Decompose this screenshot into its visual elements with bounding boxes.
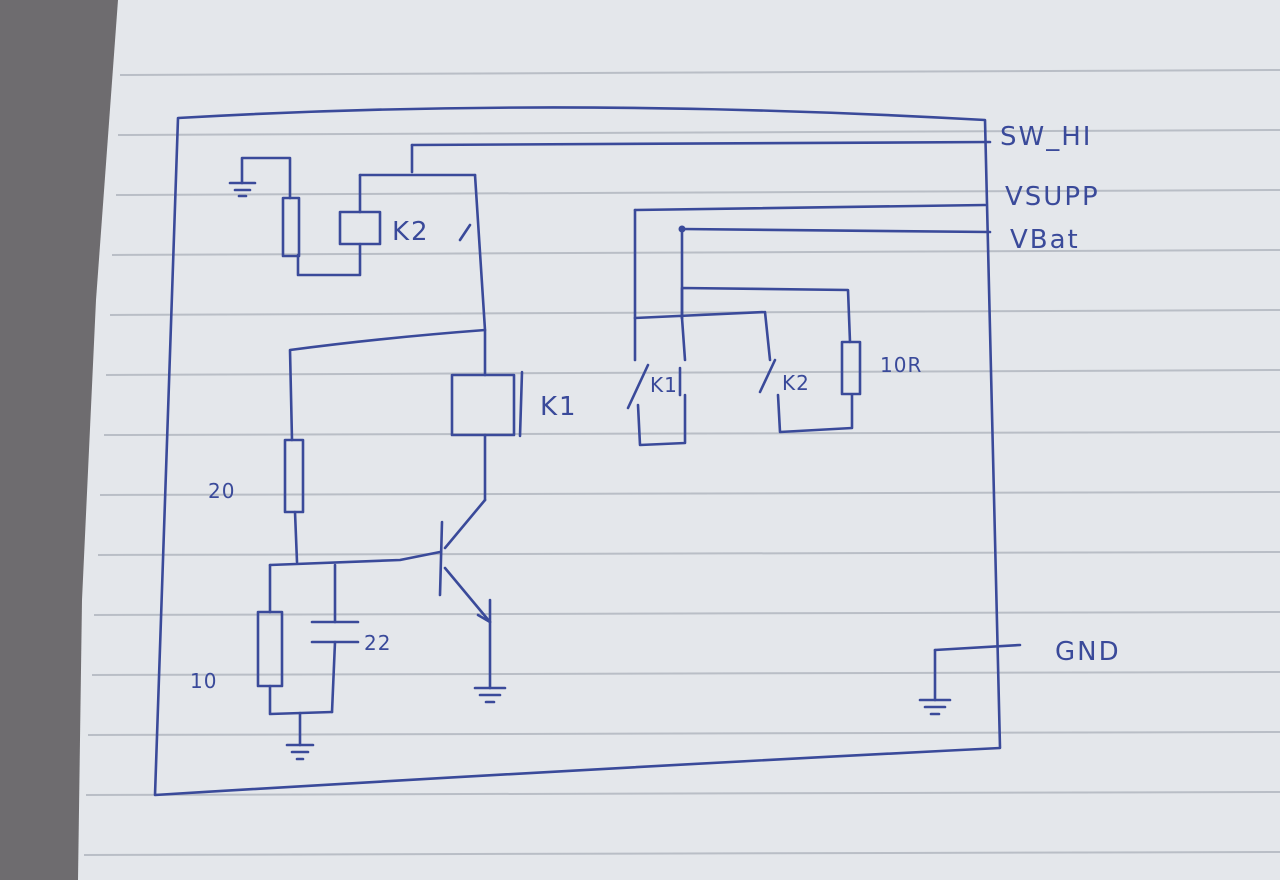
net-label-vbat: VBat xyxy=(1010,225,1080,255)
relay-k2-label: K2 xyxy=(392,217,430,247)
resistor-10-value: 10 xyxy=(190,669,217,693)
resistor-10 xyxy=(256,563,334,716)
wire-k1-to-r20 xyxy=(288,328,487,442)
resistor-10r-value: 10R xyxy=(880,353,922,377)
capacitor-22-value: 22 xyxy=(364,631,391,655)
wire-base-node xyxy=(268,550,442,567)
ground-symbol-rc xyxy=(285,711,315,761)
capacitor-22 xyxy=(310,563,360,714)
resistor-20-value: 20 xyxy=(208,479,235,503)
npn-transistor xyxy=(438,498,507,704)
relay-k1-label: K1 xyxy=(540,392,578,422)
relay-k1 xyxy=(450,370,524,502)
net-sw-hi xyxy=(410,140,992,174)
ruled-lines xyxy=(83,69,1280,856)
relay-contact-k1-label: K1 xyxy=(650,373,678,397)
net-label-sw-hi: SW_HI xyxy=(1000,122,1092,152)
relay-contact-k1 xyxy=(626,316,687,447)
net-gnd xyxy=(918,643,1022,716)
relay-contact-k2-label: K2 xyxy=(782,371,810,395)
resistor-20 xyxy=(283,438,305,564)
relay-k2 xyxy=(228,156,477,277)
wire-contact-bus xyxy=(633,286,852,362)
relay-contact-k2 xyxy=(758,340,862,434)
net-vsupp xyxy=(633,203,987,320)
paper-page xyxy=(78,0,1280,880)
net-label-gnd: GND xyxy=(1055,637,1121,667)
board-outline xyxy=(153,106,1002,797)
net-label-vsupp: VSUPP xyxy=(1005,182,1100,212)
